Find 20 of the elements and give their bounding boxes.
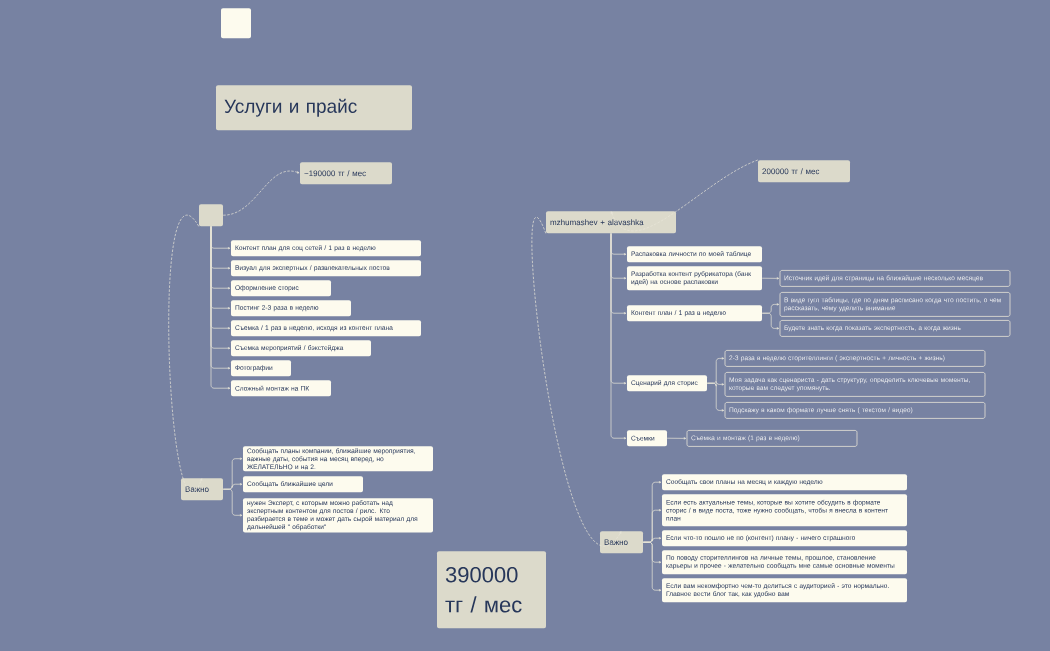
blank-box <box>221 8 251 39</box>
arrow <box>706 382 725 412</box>
arrow <box>610 233 627 440</box>
arrow <box>642 541 662 592</box>
title-box: Услуги и прайс <box>216 85 412 131</box>
dashed-arrow <box>610 159 759 232</box>
arrow <box>761 312 780 330</box>
topic-box: Важно <box>181 478 223 501</box>
arrow <box>761 277 780 280</box>
topic-box: 200000 тг / мес <box>758 160 850 183</box>
dashed-arrow <box>168 214 203 493</box>
topic-box: ~190000 тг / мес <box>300 162 392 185</box>
dashed-arrow <box>531 217 622 547</box>
dashed-arrow <box>222 170 300 216</box>
arrow <box>666 437 687 440</box>
topic-box: mzhumashev + alavashka <box>546 211 676 234</box>
price-box: 390000 тг / мес <box>437 551 546 629</box>
topic-box: Важно <box>600 531 643 554</box>
topic-box <box>199 204 223 227</box>
arrow <box>222 488 243 517</box>
